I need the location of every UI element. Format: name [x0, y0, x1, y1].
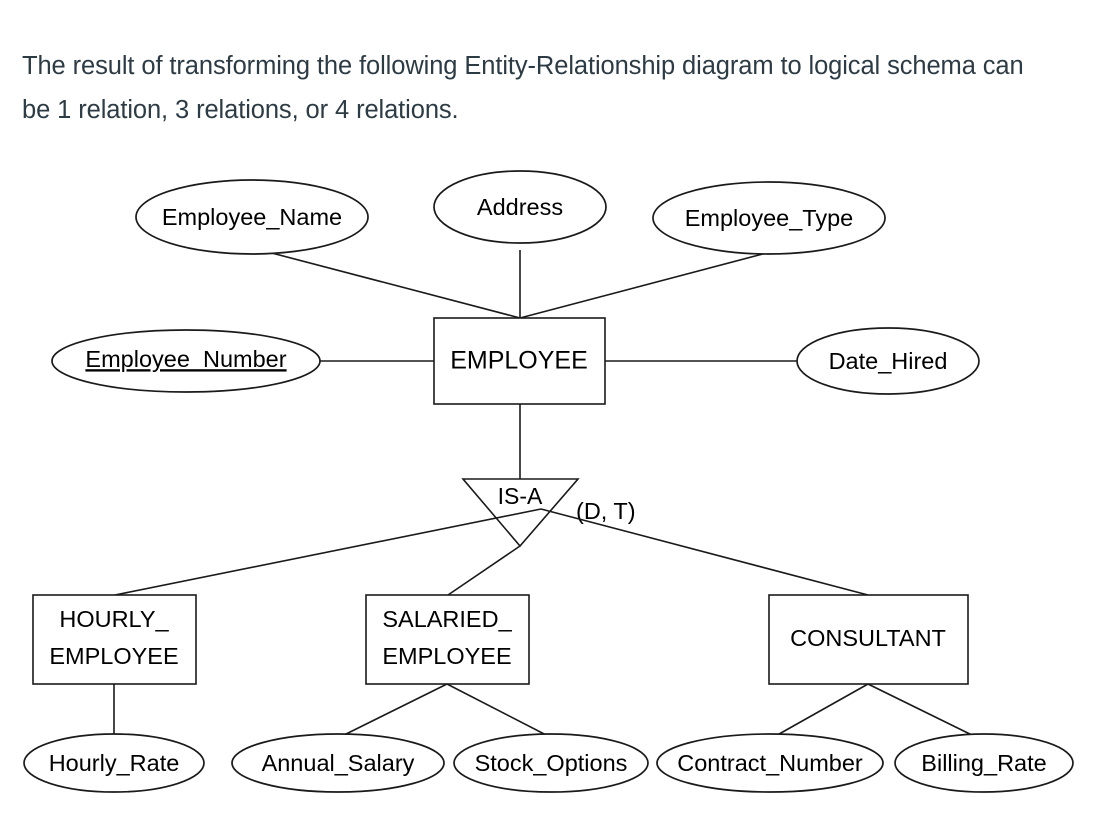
entity-label-line-1: HOURLY_ [59, 606, 169, 632]
isa-label: IS-A [498, 483, 543, 509]
er-diagram-canvas: Employee_Name Address Employee_Type Empl… [23, 170, 1074, 793]
entity-label-line-1: CONSULTANT [790, 625, 946, 651]
connector-consultant-to-contract-number [771, 683, 869, 739]
question-statement: The result of transforming the following… [22, 52, 1024, 124]
attribute-ellipse [796, 327, 980, 395]
entity-label-line-1: SALARIED_ [382, 606, 512, 632]
attribute-employee-name[interactable]: Employee_Name [135, 179, 369, 255]
attribute-ellipse [652, 181, 886, 255]
attribute-date-hired[interactable]: Date_Hired [796, 327, 980, 395]
connector-group-subtype-attributes [113, 683, 979, 739]
entity-consultant[interactable]: CONSULTANT [768, 594, 969, 685]
attribute-label: Employee_Name [162, 204, 342, 230]
attribute-ellipse [453, 733, 649, 793]
er-diagram: Employee_Name Address Employee_Type Empl… [0, 150, 1104, 830]
disjointness-constraint-label: (D, T) [576, 498, 636, 524]
attribute-label: Billing_Rate [921, 750, 1046, 776]
attribute-label: Date_Hired [829, 348, 948, 374]
connector-employee-name-to-employee [244, 245, 521, 319]
entity-box [365, 594, 530, 685]
attribute-employee-type[interactable]: Employee_Type [652, 181, 886, 255]
entity-salaried-employee[interactable]: SALARIED_ EMPLOYEE [365, 594, 530, 685]
connector-isa-to-hourly-employee [114, 508, 542, 596]
attribute-employee-number[interactable]: Employee_Number [51, 329, 321, 393]
connector-group-supertype-attributes [244, 245, 797, 362]
attribute-billing-rate[interactable]: Billing_Rate [894, 733, 1074, 793]
entity-employee[interactable]: EMPLOYEE [433, 317, 606, 405]
attribute-annual-salary[interactable]: Annual_Salary [231, 733, 445, 793]
connector-isa-to-salaried-employee [447, 545, 521, 596]
entity-label-line-2: EMPLOYEE [49, 643, 178, 669]
attribute-label: Contract_Number [677, 750, 863, 776]
attribute-ellipse [23, 733, 205, 793]
connector-employee-type-to-employee [519, 245, 794, 319]
attribute-ellipse [433, 170, 607, 244]
attribute-label: Employee_Type [685, 205, 854, 231]
attribute-hourly-rate[interactable]: Hourly_Rate [23, 733, 205, 793]
entity-hourly-employee[interactable]: HOURLY_ EMPLOYEE [32, 594, 197, 685]
attribute-ellipse [231, 733, 445, 793]
attribute-ellipse [135, 179, 369, 255]
connector-consultant-to-billing-rate [867, 683, 979, 739]
attribute-contract-number[interactable]: Contract_Number [656, 733, 884, 793]
attribute-label: Annual_Salary [262, 750, 415, 776]
entity-label: EMPLOYEE [450, 347, 588, 375]
connector-salaried-employee-to-annual-salary [337, 683, 448, 739]
attribute-label: Hourly_Rate [49, 750, 180, 776]
attribute-label: Stock_Options [475, 750, 628, 776]
attribute-ellipse [894, 733, 1074, 793]
connector-group-isa-subtypes [114, 508, 869, 596]
entity-box [32, 594, 197, 685]
connector-isa-to-consultant [540, 508, 869, 596]
attribute-label: Address [477, 194, 563, 220]
attribute-ellipse [656, 733, 884, 793]
entity-box [433, 317, 606, 405]
attribute-ellipse [51, 329, 321, 393]
entity-box [768, 594, 969, 685]
entity-label-line-2: EMPLOYEE [382, 643, 511, 669]
connector-salaried-employee-to-stock-options [446, 683, 553, 739]
attribute-label-key: Employee_Number [85, 346, 286, 372]
attribute-stock-options[interactable]: Stock_Options [453, 733, 649, 793]
attribute-address[interactable]: Address [433, 170, 607, 244]
